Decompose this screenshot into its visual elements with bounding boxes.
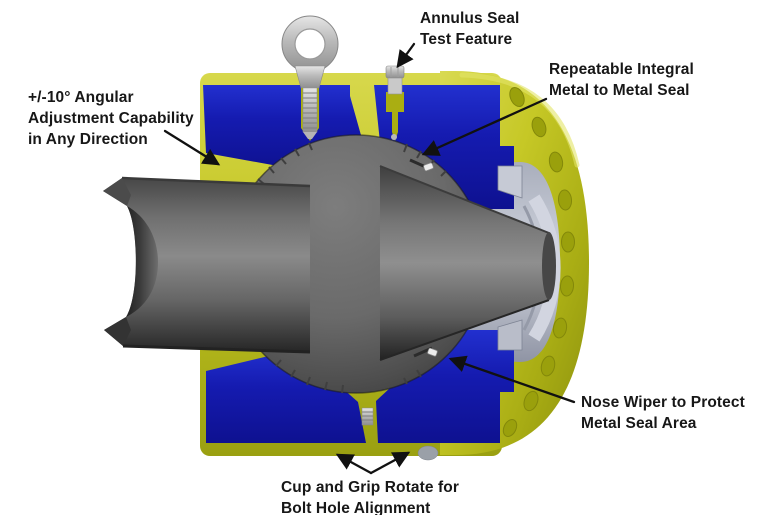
label-line: Nose Wiper to Protect bbox=[581, 394, 745, 411]
arrow-cup-rotate bbox=[335, 453, 373, 475]
nose-wiper-rings bbox=[423, 162, 438, 357]
label-line: Metal to Metal Seal bbox=[549, 82, 690, 99]
label-line: Test Feature bbox=[420, 31, 513, 48]
eyebolt bbox=[281, 15, 339, 141]
seal-lip-section-bottom bbox=[497, 319, 523, 351]
arrow-nose-wiper bbox=[448, 355, 576, 404]
label-line: Adjustment Capability bbox=[28, 110, 194, 127]
arrow-angular-adjustment bbox=[163, 129, 221, 166]
nose-cone bbox=[379, 165, 556, 361]
pipe-bore-opening bbox=[126, 206, 158, 317]
label-line: Repeatable Integral bbox=[549, 61, 694, 78]
cup-grip-joint-hardware bbox=[361, 407, 439, 461]
seal-lip-section-top bbox=[497, 165, 523, 199]
label-line: Bolt Hole Alignment bbox=[281, 500, 431, 515]
nose-bore-opening bbox=[542, 232, 556, 300]
cup-section-bottom bbox=[206, 349, 366, 443]
label-annulus-seal-test: Annulus Seal Test Feature bbox=[420, 8, 519, 50]
label-line: Annulus Seal bbox=[420, 10, 520, 27]
arrow-annulus-test bbox=[396, 42, 416, 69]
pipe bbox=[103, 176, 311, 354]
label-cup-grip-rotate: Cup and Grip Rotate for Bolt Hole Alignm… bbox=[281, 477, 459, 515]
grip-section-bottom bbox=[376, 330, 514, 443]
arrow-metal-seal bbox=[421, 97, 548, 156]
label-nose-wiper: Nose Wiper to Protect Metal Seal Area bbox=[581, 392, 745, 434]
flange-bolt-holes bbox=[502, 86, 575, 438]
annulus-test-port bbox=[385, 65, 405, 141]
cross-section-blue bbox=[203, 85, 523, 443]
label-line: +/-10° Angular bbox=[28, 89, 134, 106]
label-angular-adjustment: +/-10° Angular Adjustment Capability in … bbox=[28, 87, 194, 150]
label-metal-to-metal-seal: Repeatable Integral Metal to Metal Seal bbox=[549, 59, 694, 101]
label-line: Cup and Grip Rotate for bbox=[281, 479, 459, 496]
label-line: Metal Seal Area bbox=[581, 415, 697, 432]
arrow-grip-rotate bbox=[369, 451, 411, 475]
test-port-passage bbox=[386, 92, 404, 141]
grip-section-top bbox=[374, 85, 514, 209]
label-line: in Any Direction bbox=[28, 131, 148, 148]
annotation-arrows bbox=[163, 42, 576, 475]
